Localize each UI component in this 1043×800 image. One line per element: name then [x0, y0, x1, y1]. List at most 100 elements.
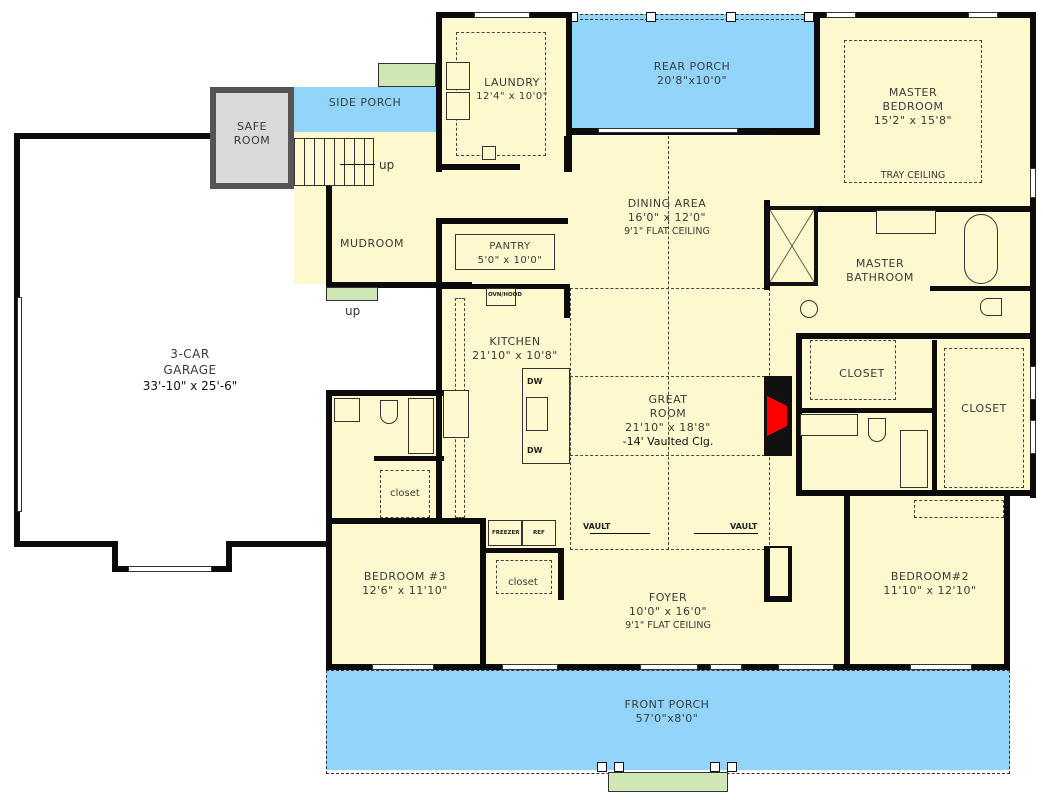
- master-bedroom-dims: 15'2" x 15'8": [873, 114, 953, 127]
- garage-name-1: 3-CAR: [170, 347, 210, 361]
- master-bedroom-name-2: BEDROOM: [882, 100, 944, 113]
- side-porch: [294, 87, 436, 132]
- kitchen-sink-icon: [526, 397, 548, 431]
- master-vanity: [876, 210, 936, 234]
- tray-ceiling-label: TRAY CEILING: [881, 169, 946, 183]
- master-sink-2-icon: [800, 300, 818, 318]
- bedroom3-closet-name: closet: [390, 488, 420, 499]
- stair-up-label: up: [379, 158, 395, 172]
- garage-label: 3-CAR GARAGE 33'-10" x 25'-6": [143, 346, 237, 394]
- laundry-name: LAUNDRY: [484, 76, 540, 89]
- foyer-closet-outline: [496, 560, 552, 594]
- master-bedroom-ceiling: TRAY CEILING: [880, 170, 946, 181]
- garage: [16, 137, 328, 545]
- front-porch-label: FRONT PORCH 57'0"x8'0": [625, 698, 710, 726]
- closet-1-outline: [810, 340, 896, 400]
- front-porch: [326, 670, 1010, 770]
- tray-ceiling-outline: [844, 40, 982, 183]
- garage-name-2: GARAGE: [163, 363, 217, 377]
- laundry-sink-icon: [482, 146, 496, 160]
- garage-side-door: [17, 297, 22, 512]
- closet-master-1-name: CLOSET: [839, 367, 885, 380]
- master-bedroom-name-1: MASTER: [888, 86, 938, 99]
- bedroom3-dims: 12'6" x 11'10": [362, 584, 448, 597]
- mudroom-up-label: up: [345, 304, 361, 318]
- master-bathroom-label: MASTER BATHROOM: [846, 257, 914, 285]
- bedroom3-name: BEDROOM #3: [363, 570, 447, 583]
- mudroom: [330, 188, 440, 284]
- front-porch-dims: 57'0"x8'0": [635, 712, 699, 725]
- pantry-dims: 5'0" x 10'0": [477, 255, 543, 266]
- oven-hood: [486, 288, 516, 306]
- rear-porch: [570, 14, 814, 130]
- mudroom-name: MUDROOM: [340, 237, 404, 250]
- bedroom2-label: BEDROOM#2 11'10" x 12'10": [883, 570, 976, 598]
- front-steps: [608, 772, 728, 792]
- great-room-label: GREAT ROOM 21'10" x 18'8" -14' Vaulted C…: [623, 393, 714, 449]
- oven-hood-label: OVN/HOOD: [488, 292, 522, 298]
- tub-icon-hall: [900, 430, 928, 488]
- dining-area-dims: 16'0" x 12'0": [627, 211, 707, 224]
- ref-label: REF: [533, 530, 545, 536]
- dw-top-label: DW: [527, 377, 543, 386]
- foyer-dims: 10'0" x 16'0": [628, 605, 708, 618]
- bedroom2-name: BEDROOM#2: [890, 570, 970, 583]
- foyer-closet-label: closet: [508, 576, 538, 590]
- side-porch-label: SIDE PORCH: [329, 96, 401, 110]
- foyer-label: FOYER 10'0" x 16'0" 9'1" FLAT CEILING: [625, 591, 711, 633]
- mudroom-steps: [326, 287, 378, 301]
- dining-area-name: DINING AREA: [627, 197, 707, 210]
- foyer-name: FOYER: [648, 591, 688, 604]
- laundry-washer-icon: [446, 62, 470, 90]
- fireplace-icon: [767, 396, 787, 436]
- mudroom-label: MUDROOM: [340, 237, 404, 251]
- safe-room: [210, 87, 294, 189]
- vault-left-label: VAULT: [583, 522, 611, 531]
- toilet-icon-bath3: [380, 400, 398, 424]
- great-room-name-1: GREAT: [648, 393, 688, 406]
- safe-room-name-1: SAFE: [236, 120, 267, 133]
- pantry-shelf: [455, 234, 555, 270]
- kitchen-label: KITCHEN 21'10" x 10'8": [472, 335, 558, 363]
- toilet-icon-master: [980, 298, 1002, 316]
- rear-porch-name: REAR PORCH: [653, 60, 731, 73]
- garage-dims: 33'-10" x 25'-6": [142, 379, 238, 393]
- front-porch-name: FRONT PORCH: [624, 698, 710, 711]
- kitchen-name: KITCHEN: [489, 335, 541, 348]
- closet-2-outline: [944, 348, 1024, 488]
- laundry-dims: 12'4" x 10'0": [476, 91, 548, 102]
- bathtub-icon: [964, 214, 998, 284]
- bedroom3-area: [330, 520, 490, 666]
- range-icon: [443, 390, 469, 438]
- side-porch-steps: [378, 63, 436, 87]
- bedroom2-closet: [914, 500, 1004, 518]
- bedroom2-dims: 11'10" x 12'10": [883, 584, 977, 597]
- great-room-name-2: ROOM: [649, 407, 687, 420]
- closet-master-2-name: CLOSET: [961, 402, 1007, 415]
- master-shower: [766, 206, 818, 286]
- vault-right-label: VAULT: [730, 522, 758, 531]
- closet-master-1-label: CLOSET: [839, 367, 885, 381]
- master-bedroom-label: MASTER BEDROOM 15'2" x 15'8": [874, 86, 952, 128]
- safe-room-name-2: ROOM: [233, 134, 271, 147]
- pantry-name: PANTRY: [489, 241, 531, 252]
- tub-icon-bath3: [408, 398, 434, 454]
- kitchen-dims: 21'10" x 10'8": [472, 349, 558, 362]
- laundry-label: LAUNDRY 12'4" x 10'0": [476, 76, 548, 104]
- bath3-closet-outline: [380, 470, 430, 518]
- foyer-closet-name: closet: [508, 577, 538, 588]
- laundry-dryer-icon: [446, 92, 470, 120]
- hall-bath-vanity: [800, 414, 858, 436]
- rear-porch-dims: 20'8"x10'0": [656, 74, 728, 87]
- side-porch-name: SIDE PORCH: [328, 96, 402, 109]
- bedroom3-label: BEDROOM #3 12'6" x 11'10": [362, 570, 448, 598]
- master-bathroom-name-2: BATHROOM: [846, 271, 914, 284]
- dw-bottom-label: DW: [527, 446, 543, 455]
- great-room-ceiling: -14' Vaulted Clg.: [622, 435, 714, 448]
- front-door[interactable]: [640, 664, 698, 670]
- dining-area-ceiling: 9'1" FLAT CEILING: [624, 226, 710, 237]
- closet-master-2-label: CLOSET: [961, 402, 1007, 416]
- dining-area-label: DINING AREA 16'0" x 12'0" 9'1" FLAT CEIL…: [624, 197, 710, 239]
- toilet-icon-hall: [868, 418, 886, 442]
